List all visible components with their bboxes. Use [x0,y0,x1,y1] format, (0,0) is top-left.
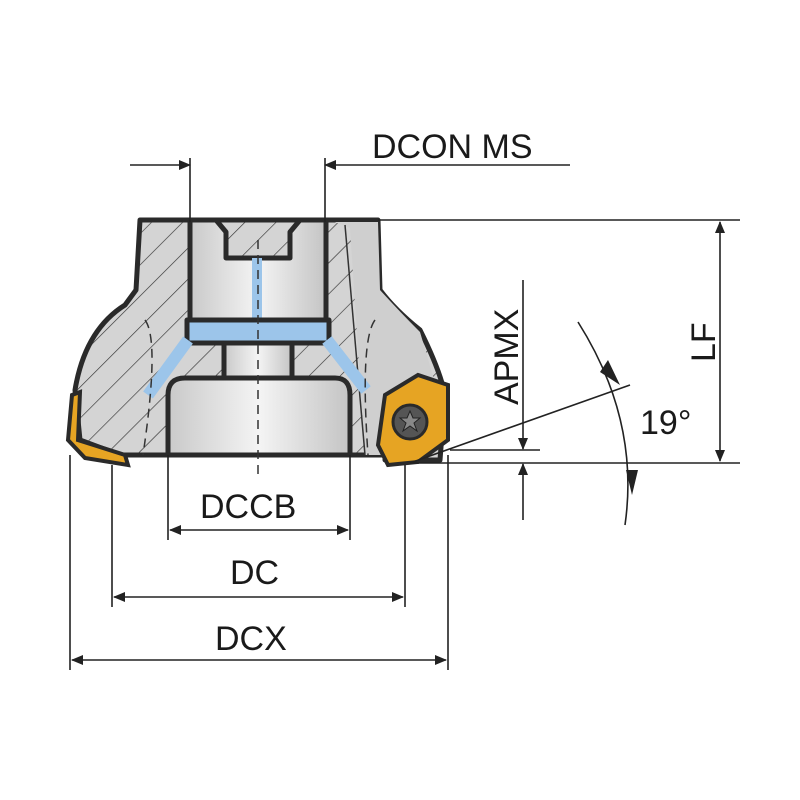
cutter-body [72,217,448,475]
dimension-dc [111,465,406,607]
left-insert [65,389,131,468]
dimension-dcon-ms [130,158,570,222]
dimension-dcx [69,455,449,670]
label-dccb: DCCB [200,488,296,526]
coolant-channel-vertical [252,258,262,320]
label-angle: 19° [640,404,691,442]
label-dcx: DCX [215,620,287,658]
label-apmx: APMX [488,309,526,405]
dimension-apmx [450,280,540,520]
dimension-lf [378,219,740,464]
dimension-dccb [167,455,351,540]
dimension-angle [409,321,638,526]
label-lf: LF [685,322,723,362]
label-dcon-ms: DCON MS [372,128,533,166]
label-dc: DC [230,554,279,592]
